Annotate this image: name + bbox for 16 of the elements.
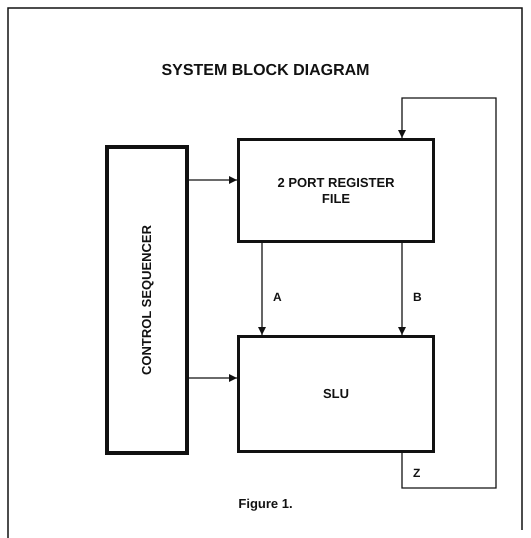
arrow (258, 243, 266, 335)
arrow (189, 374, 237, 382)
edge-label: A (272, 290, 283, 304)
figure-caption: Figure 1. (238, 496, 293, 511)
edge-label: Z (412, 466, 422, 480)
register-file-block (237, 138, 435, 243)
arrow (189, 176, 237, 184)
block-label: SLU (322, 386, 350, 402)
block-label: CONTROL SEQUENCER (139, 224, 155, 377)
arrow (398, 97, 497, 489)
block-label: 2 PORT REGISTER FILE (276, 174, 396, 206)
edge-label: B (412, 290, 423, 304)
diagram-title: SYSTEM BLOCK DIAGRAM (162, 62, 370, 79)
arrow (398, 243, 406, 335)
logic-unit-block (237, 335, 435, 453)
sequencer-block (105, 145, 189, 455)
